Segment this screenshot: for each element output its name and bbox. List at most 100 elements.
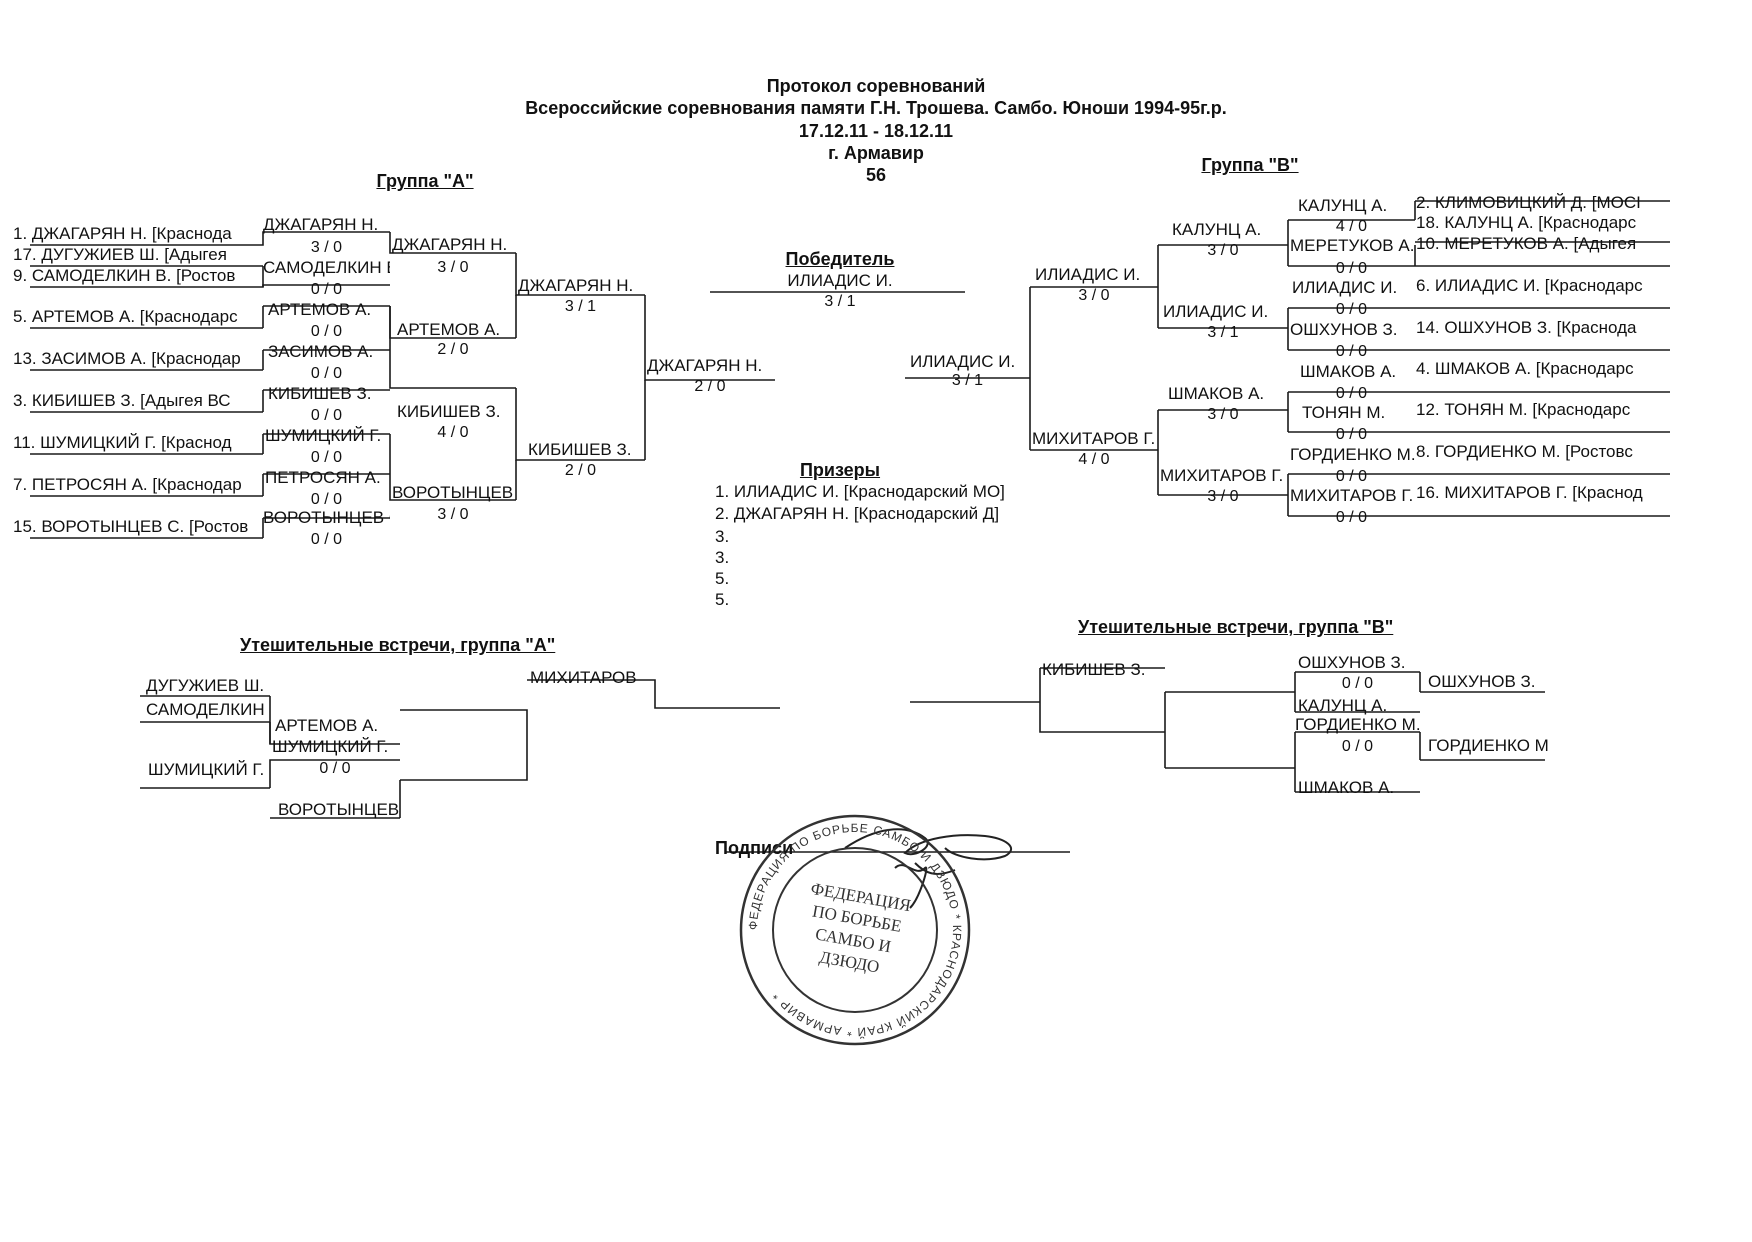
- group-a-r2-name: АРТЕМОВ А.: [397, 320, 501, 339]
- group-b-entry: 2. КЛИМОВИЦКИЙ Д. [МОСІ: [1416, 193, 1641, 212]
- group-a-r1-score: 0 / 0: [310, 491, 343, 508]
- group-a-r1-name: ПЕТРОСЯН А.: [265, 468, 381, 487]
- group-b-r2-name: ШМАКОВ А.: [1168, 384, 1265, 403]
- group-b-r2-score: 3 / 0: [1207, 406, 1239, 423]
- group-b-entry: 14. ОШХУНОВ З. [Краснода: [1416, 318, 1637, 337]
- group-a-r1-name: КИБИШЕВ З.: [268, 384, 372, 403]
- cons-a-name: ШУМИЦКИЙ Г.: [272, 737, 389, 756]
- group-a-r3-name: ДЖАГАРЯН Н.: [518, 276, 634, 295]
- prizes-heading: Призеры: [799, 460, 881, 480]
- cons-b-score: 0 / 0: [1341, 675, 1374, 692]
- cons-b-winner: ОШХУНОВ З.: [1428, 672, 1536, 691]
- group-b-r1-name: ГОРДИЕНКО М.: [1290, 445, 1415, 464]
- group-a-r1-score: 0 / 0: [310, 407, 343, 424]
- group-a-r1-name: ЗАСИМОВ А.: [268, 342, 374, 361]
- group-a-r2-name: КИБИШЕВ З.: [397, 402, 501, 421]
- prize-item: 3.: [715, 527, 730, 546]
- group-a-r2-score: 2 / 0: [437, 341, 469, 358]
- group-b-r1-name: МИХИТАРОВ Г.: [1290, 486, 1414, 505]
- prize-item: 5.: [715, 569, 730, 588]
- prize-item: 5.: [715, 590, 730, 609]
- group-a-r1-score: 0 / 0: [310, 281, 343, 298]
- group-b-entry: 8. ГОРДИЕНКО М. [Ростовс: [1416, 442, 1633, 461]
- group-b-r3-name: ИЛИАДИС И.: [1035, 265, 1141, 284]
- cons-a-score: 0 / 0: [319, 760, 351, 777]
- group-a-entry: 5. АРТЕМОВ А. [Краснодарс: [13, 307, 238, 326]
- cons-a-name: ШУМИЦКИЙ Г.: [148, 760, 265, 779]
- winner-score: 3 / 1: [824, 293, 856, 310]
- competition-city: г. Армавир: [828, 143, 924, 163]
- competition-name: Всероссийские соревнования памяти Г.Н. Т…: [525, 98, 1227, 118]
- group-b-entry: 16. МИХИТАРОВ Г. [Краснод: [1416, 483, 1643, 502]
- group-b-r2-score: 3 / 0: [1207, 488, 1239, 505]
- winner-heading: Победитель: [785, 249, 895, 269]
- group-b-final-name: ИЛИАДИС И.: [910, 352, 1016, 371]
- group-b-prelim-winner: КАЛУНЦ А.: [1298, 196, 1388, 215]
- group-a-entry: 13. ЗАСИМОВ А. [Краснодар: [13, 349, 241, 368]
- group-b-r1-name: ОШХУНОВ З.: [1290, 320, 1398, 339]
- cons-a-name: САМОДЕЛКИН В.: [146, 700, 270, 719]
- group-b-title: Группа "В": [1201, 155, 1299, 175]
- group-a-r1-name: ШУМИЦКИЙ Г.: [265, 426, 382, 445]
- prize-item: 1. ИЛИАДИС И. [Краснодарский МО]: [715, 482, 1005, 501]
- protocol-title: Протокол соревнований: [766, 76, 986, 96]
- group-a-r3-score: 3 / 1: [564, 298, 597, 315]
- group-b-r1-score: 0 / 0: [1335, 385, 1368, 402]
- group-a-r1-score: 0 / 0: [310, 531, 343, 548]
- group-a-r1-name: АРТЕМОВ А.: [268, 300, 372, 319]
- group-a-r2-score: 3 / 0: [437, 259, 469, 276]
- group-a-r1-score: 0 / 0: [310, 323, 343, 340]
- group-b-r3-name: МИХИТАРОВ Г.: [1032, 429, 1156, 448]
- group-a-r2-score: 3 / 0: [437, 506, 469, 523]
- group-a-entry: 3. КИБИШЕВ З. [Адыгея ВС: [13, 391, 231, 410]
- group-b-r1-name: ИЛИАДИС И.: [1292, 278, 1398, 297]
- group-b-r2-name: ИЛИАДИС И.: [1163, 302, 1269, 321]
- cons-b-name: КАЛУНЦ А.: [1298, 696, 1388, 715]
- group-a-r1-score: 0 / 0: [310, 449, 343, 466]
- group-a-entry: 15. ВОРОТЫНЦЕВ С. [Ростов: [13, 517, 249, 536]
- group-a-entry: 1. ДЖАГАРЯН Н. [Краснода: [13, 224, 232, 243]
- group-a-entry: 11. ШУМИЦКИЙ Г. [Краснод: [13, 433, 232, 452]
- group-a-title: Группа "А": [376, 171, 474, 191]
- group-b-r2-name: МИХИТАРОВ Г.: [1160, 466, 1284, 485]
- cons-b-score: 0 / 0: [1341, 738, 1374, 755]
- cons-b-name: ШМАКОВ А.: [1298, 778, 1395, 797]
- group-a-prelim-score: 3 / 0: [310, 239, 343, 256]
- prize-item: 2. ДЖАГАРЯН Н. [Краснодарский Д]: [715, 504, 1000, 523]
- winner-name: ИЛИАДИС И.: [787, 271, 893, 290]
- group-a-entry: 17. ДУГУЖИЕВ Ш. [Адыгея: [13, 245, 227, 264]
- cons-b-name: ОШХУНОВ З.: [1298, 653, 1406, 672]
- group-a-r1-score: 0 / 0: [310, 365, 343, 382]
- group-b-r2-score: 3 / 0: [1207, 242, 1239, 259]
- group-b-entry: 12. ТОНЯН М. [Краснодарс: [1416, 400, 1631, 419]
- competition-dates: 17.12.11 - 18.12.11: [798, 121, 954, 141]
- cons-a-title: Утешительные встречи, группа "А": [240, 635, 556, 655]
- group-b-r1-score: 0 / 0: [1335, 426, 1368, 443]
- cons-b-title: Утешительные встречи, группа "В": [1078, 617, 1394, 637]
- group-b-r1-score: 0 / 0: [1335, 260, 1368, 277]
- group-a-prelim-winner: ДЖАГАРЯН Н.: [263, 215, 379, 234]
- group-b-r3-score: 4 / 0: [1078, 451, 1110, 468]
- group-a-entry: 7. ПЕТРОСЯН А. [Краснодар: [13, 475, 242, 494]
- group-b-r2-name: КАЛУНЦ А.: [1172, 220, 1262, 239]
- group-b-r1-score: 0 / 0: [1335, 468, 1368, 485]
- group-a-r1-name: ВОРОТЫНЦЕВ С.: [263, 508, 390, 527]
- cons-a-name: АРТЕМОВ А.: [275, 716, 379, 735]
- group-b-r1-name: ТОНЯН М.: [1302, 403, 1386, 422]
- cons-b-name: ГОРДИЕНКО М.: [1295, 715, 1420, 734]
- group-b-entry: 6. ИЛИАДИС И. [Краснодарс: [1416, 276, 1643, 295]
- cons-a-name: ДУГУЖИЕВ Ш.: [146, 676, 265, 695]
- weight-category: 56: [865, 165, 887, 185]
- group-b-r1-name: ШМАКОВ А.: [1300, 362, 1397, 381]
- group-b-r1-name: МЕРЕТУКОВ А.: [1290, 236, 1415, 255]
- group-b-prelim-score: 4 / 0: [1335, 218, 1368, 235]
- group-a-r1-name: САМОДЕЛКИН В.: [263, 258, 390, 277]
- group-a-final-name: ДЖАГАРЯН Н.: [647, 356, 763, 375]
- group-a-r2-name: ВОРОТЫНЦЕВ С.: [392, 483, 516, 502]
- federation-stamp: ФЕДЕРАЦИЯ ПО БОРЬБЕ САМБО И ДЗЮДО * КРАС…: [739, 814, 971, 1046]
- group-b-r1-score: 0 / 0: [1335, 509, 1368, 526]
- signature-label: Подписи: [715, 838, 794, 858]
- group-a-final-score: 2 / 0: [694, 378, 726, 395]
